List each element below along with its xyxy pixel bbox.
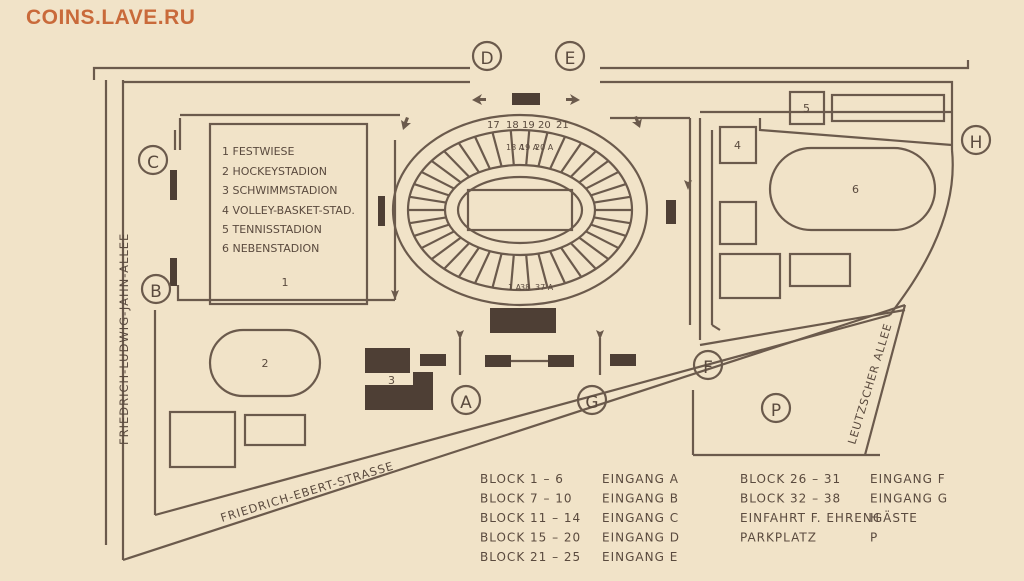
block-20: 20 [538,120,551,131]
gate-e: E [554,40,586,72]
area-festwiese [208,122,369,306]
table-left-block-0: BLOCK 1 – 6 [480,472,564,486]
area-schwimmstadion: 3 [365,348,446,410]
block-1a: 1 A [508,283,522,292]
gate-c: C [137,144,169,176]
central-stadium: 17 18 19 20 21 18 A 19 A 20 A 1 A 38 37 … [378,93,676,333]
legend: 1 FESTWIESE 2 HOCKEYSTADION 3 SCHWIMMSTA… [222,145,355,255]
svg-text:D: D [480,49,493,69]
table-left-block-1: BLOCK 7 – 10 [480,492,573,506]
table-left-entry-0: EINGANG A [602,472,679,486]
area-number-5: 5 [803,102,810,115]
table-left-block-4: BLOCK 21 – 25 [480,550,581,564]
legend-item-3: 3 SCHWIMMSTADION [222,184,338,197]
area-number-2: 2 [262,357,269,370]
area-volley-basket [718,125,758,165]
svg-text:H: H [970,133,983,153]
table-right-entry-1: EINGANG G [870,492,948,506]
block-17: 17 [487,120,500,131]
svg-text:P: P [771,401,781,421]
block-18: 18 [506,120,519,131]
gate-b: B [140,273,172,305]
block-entrance-table: BLOCK 1 – 6 EINGANG A BLOCK 7 – 10 EINGANG … [480,472,948,564]
watermark: COINS.LAVE.RU [26,6,196,29]
block-20a: 20 A [535,143,554,152]
gate-markers: A B C D E F G H P [137,40,992,424]
block-37a: 37 A [535,283,554,292]
area-number-6: 6 [852,183,859,196]
table-right-block-0: BLOCK 26 – 31 [740,472,841,486]
svg-text:B: B [150,282,162,302]
gate-g: G [576,384,608,416]
legend-item-1: 1 FESTWIESE [222,145,295,158]
svg-text:A: A [460,393,472,413]
svg-text:G: G [585,393,598,413]
gate-d: D [471,40,503,72]
block-18a: 18 A [506,143,525,152]
gate-h: H [960,124,992,156]
table-left-block-2: BLOCK 11 – 14 [480,511,581,525]
table-right-block-1: BLOCK 32 – 38 [740,492,841,506]
street-jahn-allee: FRIEDRICH-LUDWIG-JAHN-ALLEE [117,233,131,445]
area-number-4: 4 [734,139,741,152]
svg-text:E: E [565,49,576,69]
table-right-block-2: EINFAHRT F. EHRENGÄSTE [740,510,918,525]
svg-text:C: C [147,153,159,173]
area-nebenstadion [768,146,937,232]
table-right-entry-3: P [870,531,878,545]
table-left-entry-3: EINGANG D [602,531,680,545]
legend-item-6: 6 NEBENSTADION [222,242,319,255]
table-left-entry-1: EINGANG B [602,492,679,506]
block-21: 21 [556,120,569,131]
area-number-1: 1 [282,276,289,289]
table-left-entry-4: EINGANG E [602,550,678,564]
table-right-block-3: PARKPLATZ [740,531,817,545]
parking-marker: P [760,392,792,424]
legend-item-2: 2 HOCKEYSTADION [222,165,327,178]
legend-item-4: 4 VOLLEY-BASKET-STAD. [222,204,355,217]
table-left-block-3: BLOCK 15 – 20 [480,531,581,545]
arrows [391,94,692,375]
svg-text:F: F [703,358,713,378]
area-hockeystadion [208,328,322,398]
gate-a: A [450,384,482,416]
table-right-entry-0: EINGANG F [870,472,946,486]
gate-f: F [692,349,724,381]
table-left-entry-2: EINGANG C [602,511,679,525]
area-number-3: 3 [388,374,395,387]
street-ebert-strasse: FRIEDRICH-EBERT-STRASSE [219,459,396,525]
table-right-entry-2: H [870,511,880,525]
area-tennisstadion [788,90,826,126]
legend-item-5: 5 TENNISSTADION [222,223,322,236]
block-38: 38 [520,283,530,292]
street-leutzscher-allee: LEUTZSCHER ALLEE [845,321,894,445]
block-19a: 19 A [520,143,539,152]
road-network [92,60,970,562]
block-19: 19 [522,120,535,131]
